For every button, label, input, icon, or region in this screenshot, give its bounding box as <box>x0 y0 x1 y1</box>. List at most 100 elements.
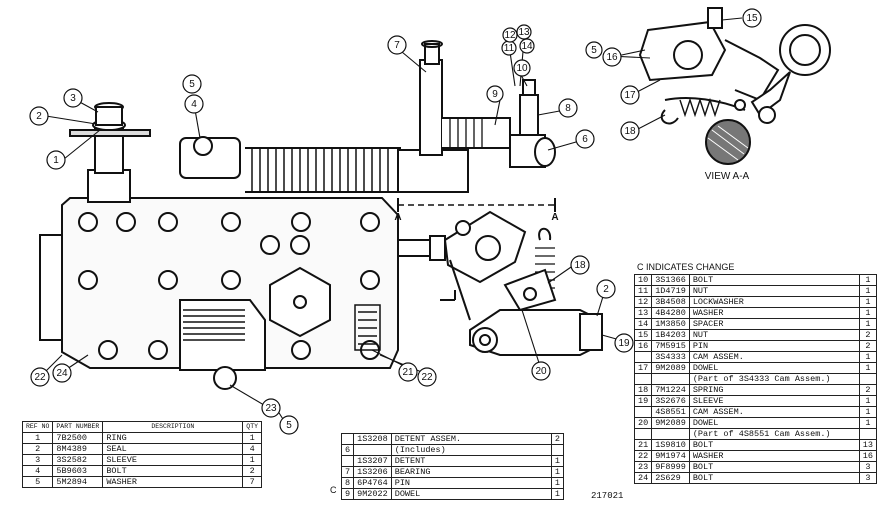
cell-part: 1S9810 <box>651 439 690 451</box>
cell-ref: 24 <box>633 472 653 484</box>
cell-part: 2S629 <box>651 472 690 484</box>
cell-desc: LOCKWASHER <box>688 296 860 308</box>
cell-ref: 19 <box>633 395 653 407</box>
header-ref: REF NO <box>21 421 54 433</box>
cell-desc: BOLT <box>688 472 860 484</box>
callout-markers <box>29 8 762 435</box>
cell-ref <box>340 433 355 445</box>
cell-qty: 1 <box>858 362 878 374</box>
cell-desc: (Part of 3S4333 Cam Assem.) <box>688 373 860 385</box>
cell-desc: DETENT ASSEM. <box>390 433 552 445</box>
cell-desc: DETENT <box>390 455 552 467</box>
cell-qty: 1 <box>858 417 878 429</box>
cell-qty: 2 <box>858 340 878 352</box>
cell-part: 3S2582 <box>52 454 104 466</box>
cell-ref: 21 <box>633 439 653 451</box>
view-callout-16: 16 <box>606 52 618 63</box>
cell-qty: 1 <box>550 455 565 467</box>
cell-part: 3S1366 <box>651 274 690 286</box>
callout-6: 6 <box>582 134 588 145</box>
table-row: (Part of 4S8551 Cam Assem.) <box>633 428 878 440</box>
cell-qty: 13 <box>858 439 878 451</box>
callout-8: 8 <box>565 103 571 114</box>
change-marker: C <box>330 485 337 495</box>
cell-desc: BOLT <box>688 274 860 286</box>
cell-desc: WASHER <box>688 450 860 462</box>
cell-qty: 2 <box>858 329 878 341</box>
cell-ref: 18 <box>633 384 653 396</box>
cell-desc: SLEEVE <box>102 454 244 466</box>
cell-part: 1S3208 <box>353 433 392 445</box>
cell-desc: SLEEVE <box>688 395 860 407</box>
cell-part: 5M2894 <box>52 476 104 488</box>
cell-part: 5B9603 <box>52 465 104 477</box>
cell-ref: 5 <box>21 476 54 488</box>
cell-qty: 1 <box>550 488 565 500</box>
callout-19: 19 <box>618 338 630 349</box>
cell-qty: 1 <box>858 351 878 363</box>
view-callout-15: 15 <box>746 13 758 24</box>
cell-ref: 22 <box>633 450 653 462</box>
callout-21: 21 <box>402 367 414 378</box>
cell-part: 8M4389 <box>52 443 104 455</box>
cell-desc: BOLT <box>688 461 860 473</box>
cell-desc: (Part of 4S8551 Cam Assem.) <box>688 428 860 440</box>
cell-qty: 7 <box>242 476 262 488</box>
cell-ref: 13 <box>633 307 653 319</box>
callout-18: 18 <box>574 260 586 271</box>
cell-part: 7M5915 <box>651 340 690 352</box>
cell-qty: 1 <box>242 454 262 466</box>
cell-ref: 10 <box>633 274 653 286</box>
cell-desc: (Includes) <box>390 444 552 456</box>
cell-part <box>353 444 392 456</box>
cell-part: 1M3850 <box>651 318 690 330</box>
cell-ref: 4 <box>21 465 54 477</box>
cell-ref <box>633 406 653 418</box>
callout-7: 7 <box>394 40 400 51</box>
cell-desc: BEARING <box>390 466 552 478</box>
cell-desc: SPACER <box>688 318 860 330</box>
cell-part <box>651 428 690 440</box>
cell-qty: 16 <box>858 450 878 462</box>
cell-ref: 6 <box>340 444 355 456</box>
cell-desc: SEAL <box>102 443 244 455</box>
view-callout-17: 17 <box>624 90 636 101</box>
callout-12: 12 <box>504 30 516 41</box>
cell-qty: 2 <box>550 433 565 445</box>
callout-5-lower: 5 <box>286 420 292 431</box>
cell-qty: 2 <box>858 384 878 396</box>
view-a-a-detail <box>638 7 831 165</box>
header-qty: QTY <box>242 421 262 433</box>
cell-ref <box>633 428 653 440</box>
cell-part: 9M2089 <box>651 417 690 429</box>
cell-ref: 14 <box>633 318 653 330</box>
cell-qty <box>858 373 878 385</box>
cell-ref: 3 <box>21 454 54 466</box>
cell-ref: 9 <box>340 488 355 500</box>
cell-qty <box>550 444 565 456</box>
cell-desc: CAM ASSEM. <box>688 406 860 418</box>
cell-desc: NUT <box>688 285 860 297</box>
cell-desc: DOWEL <box>688 417 860 429</box>
change-indicator-title: C INDICATES CHANGE <box>637 262 735 272</box>
view-callout-18: 18 <box>624 126 636 137</box>
cell-part: 9F8999 <box>651 461 690 473</box>
figure-number: 217021 <box>591 491 624 501</box>
